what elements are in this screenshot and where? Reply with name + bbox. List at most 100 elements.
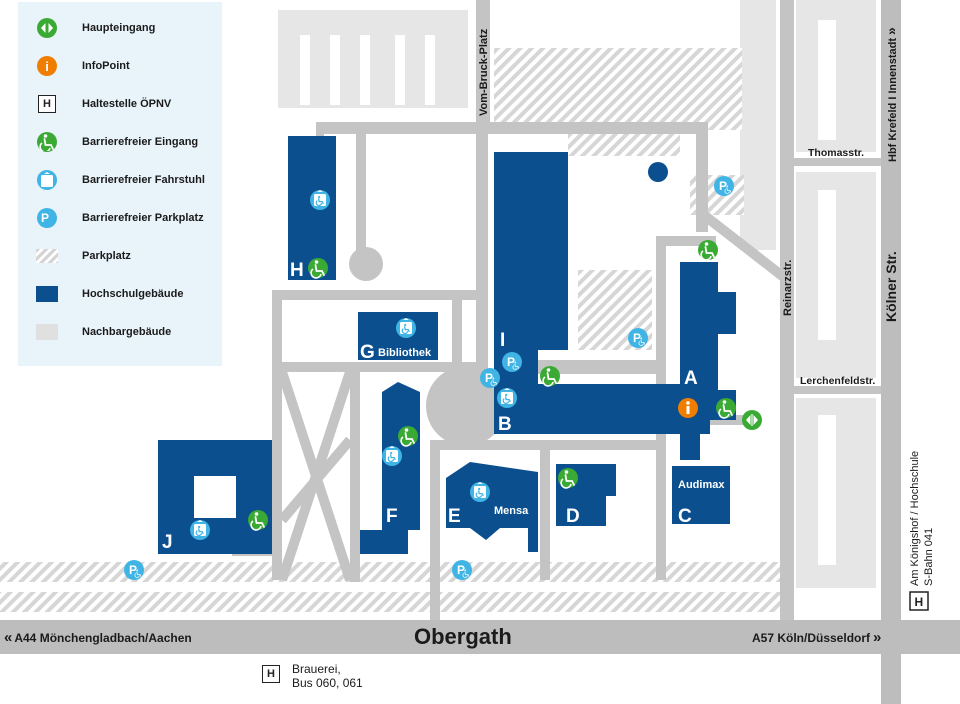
bus-stop-south: H [909,591,929,611]
accessible-parking-icon [714,176,734,196]
building-i [494,152,568,350]
info-icon: i [37,56,57,76]
parking-area [568,130,680,156]
bus-stop-line1: Brauerei, [292,662,341,676]
direction-east: A57 Köln/Düsseldorf» [752,629,881,646]
parking-area [0,562,780,582]
campus-paths [232,122,716,620]
label-building-b: B [498,414,512,435]
label-building-g-name: Bibliothek [378,347,432,359]
building-g [358,312,438,360]
street-obergath: Obergath [414,624,512,649]
street-vom-bruck-platz: Vom-Bruck-Platz [478,28,490,116]
label-building-c-name: Audimax [678,479,725,491]
label-building-g: G [360,342,375,363]
street-lerchenfeldstr: Lerchenfeldstr. [800,375,875,387]
accessible-parking-icon: P [37,208,57,228]
bus-stop-icon: H [38,95,56,113]
legend-item-barrierefreier-eingang: Barrierefreier Eingang [36,130,198,154]
legend-label: InfoPoint [82,60,130,72]
accessible-entrance-icon [398,426,418,446]
chevron-right-icon: » [873,629,881,646]
label-building-c: C [678,506,692,527]
accessible-entrance-icon [540,366,560,386]
label-building-a: A [684,368,698,389]
vom-bruck-platz-road [476,0,490,128]
accessible-parking-icon [502,352,522,372]
label-building-f: F [386,506,398,527]
thomasstr-road [794,158,881,166]
legend-label: Barrierefreier Parkplatz [82,212,204,224]
building-dot [648,162,668,182]
accessible-elevator-icon [37,170,57,190]
main-entrance-icon [742,410,762,430]
svg-text:P: P [41,211,49,225]
legend-item-nachbargebaeude: Nachbargebäude [36,320,171,344]
map-legend: Haupteingang i InfoPoint H Haltestelle Ö… [18,2,222,366]
direction-south-line1: Am Königshof / Hochschule [909,451,921,586]
direction-north-label: Hbf Krefeld I Innenstadt [887,38,899,162]
building-e-annex [528,528,538,552]
bus-stop-glyph: H [915,595,924,609]
accessible-parking-icon [124,560,144,580]
parking-area [494,48,742,130]
building-c [672,466,730,524]
accessible-elevator-icon [394,316,418,340]
bus-stop-line2: Bus 060, 061 [292,676,363,690]
accessible-entrance-icon [37,132,57,152]
legend-item-parkplatz: Parkplatz [36,244,131,268]
direction-west: «A44 Mönchengladbach/Aachen [4,629,192,646]
building-h [288,136,336,280]
parking-area [0,592,780,612]
reinarzstr-road [780,0,794,620]
building-swatch [36,286,58,302]
accessible-entrance-icon [248,510,268,530]
building-a [680,262,736,460]
building-f [360,382,420,554]
accessible-elevator-icon [380,444,404,468]
legend-label: Hochschulgebäude [82,288,184,300]
accessible-entrance-icon [308,258,328,278]
bus-stop-text: Brauerei, Bus 060, 061 [292,662,363,690]
legend-label: Haltestelle ÖPNV [82,98,172,110]
accessible-parking-icon [480,368,500,388]
legend-label: Barrierefreier Fahrstuhl [82,174,205,186]
label-building-d: D [566,506,580,527]
legend-item-infopoint: i InfoPoint [36,54,130,78]
neighbor-swatch [36,324,58,340]
legend-label: Parkplatz [82,250,131,262]
label-building-e-name: Mensa [494,505,529,517]
path-turnaround [349,247,383,281]
info-icon [678,398,698,418]
legend-item-haltestelle: H Haltestelle ÖPNV [36,92,171,116]
obergath-road [0,620,960,654]
direction-west-label: A44 Mönchengladbach/Aachen [14,631,191,645]
street-reinarzstr: Reinarzstr. [782,260,794,316]
street-thomasstr: Thomasstr. [808,147,864,159]
accessible-parking-icon [628,328,648,348]
lerchenfeldstr-road [794,386,881,394]
accessible-elevator-icon [308,188,332,212]
direction-east-label: A57 Köln/Düsseldorf [752,631,871,645]
direction-south-line2: S-Bahn 041 [923,528,935,586]
label-building-i: I [500,330,505,351]
legend-label: Haupteingang [82,22,156,34]
accessible-elevator-icon [468,480,492,504]
accessible-parking-icon [452,560,472,580]
legend-item-barrierefreier-fahrstuhl: Barrierefreier Fahrstuhl [36,168,205,192]
legend-item-hochschulgebaeude: Hochschulgebäude [36,282,183,306]
legend-item-haupteingang: Haupteingang [36,16,155,40]
chevron-right-icon: » [883,27,899,35]
university-buildings [158,136,736,554]
label-building-e: E [448,506,461,527]
chevron-left-icon: « [4,629,12,646]
building-b-wing [494,384,710,434]
bus-stop-icon: H [262,665,280,683]
label-building-h: H [290,260,304,281]
bus-stop-brauerei: H Brauerei, Bus 060, 061 [262,662,363,690]
koelner-str-road [881,0,901,704]
legend-label: Nachbargebäude [82,326,172,338]
parking-hatch-swatch [36,249,58,263]
